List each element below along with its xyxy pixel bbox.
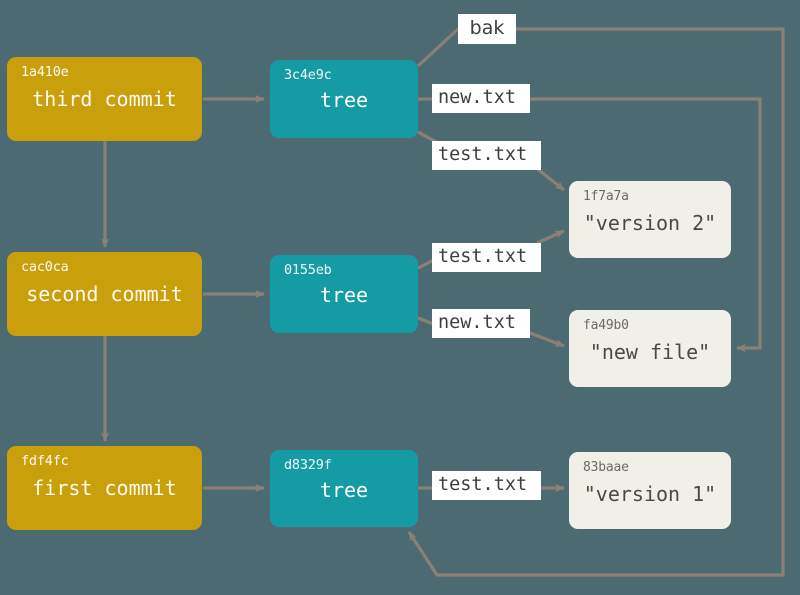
- edge-label-test-txt-tree3: test.txt: [432, 141, 541, 170]
- blob-node-1f7a7a[interactable]: 1f7a7a "version 2": [569, 181, 731, 258]
- tree-title: tree: [319, 283, 369, 307]
- edge-label-new-txt-tree2: new.txt: [432, 309, 530, 338]
- edge-tree3-testtxt-seg2: [534, 165, 565, 192]
- edge-tree2-testtxt-seg2: [536, 229, 565, 245]
- blob-node-83baae[interactable]: 83baae "version 1": [569, 452, 731, 529]
- edge-label-new-txt-tree3: new.txt: [432, 84, 530, 113]
- tree-title: tree: [319, 478, 369, 502]
- edge-tree2-newtxt-seg2: [529, 331, 565, 348]
- commit-title: second commit: [26, 282, 183, 306]
- tree-title: tree: [319, 88, 369, 112]
- commit-node-cac0ca[interactable]: cac0ca second commit: [7, 252, 202, 336]
- blob-hash: 83baae: [583, 460, 629, 475]
- commit-title: first commit: [32, 476, 177, 500]
- commit-node-1a410e[interactable]: 1a410e third commit: [7, 57, 202, 141]
- tree-hash: 3c4e9c: [284, 67, 332, 83]
- blob-node-fa49b0[interactable]: fa49b0 "new file": [569, 310, 731, 387]
- edge-label-bak: bak: [458, 14, 516, 44]
- edge-label-test-txt-tree1: test.txt: [432, 471, 541, 500]
- edge-tree3-bak-seg1: [416, 27, 460, 68]
- blob-hash: 1f7a7a: [583, 189, 629, 204]
- edge-tree3-newtxt-seg2: [530, 97, 762, 352]
- blob-content: "version 1": [583, 482, 717, 506]
- blob-hash: fa49b0: [583, 318, 629, 333]
- tree-node-0155eb[interactable]: 0155eb tree: [270, 255, 418, 333]
- commit-node-fdf4fc[interactable]: fdf4fc first commit: [7, 446, 202, 530]
- blob-content: "new file": [589, 340, 711, 364]
- tree-hash: d8329f: [284, 457, 332, 473]
- commit-hash: 1a410e: [21, 64, 69, 80]
- commit-title: third commit: [32, 87, 177, 111]
- commit-hash: cac0ca: [21, 259, 69, 275]
- tree-node-3c4e9c[interactable]: 3c4e9c tree: [270, 60, 418, 138]
- commit-hash: fdf4fc: [21, 453, 69, 469]
- tree-node-d8329f[interactable]: d8329f tree: [270, 450, 418, 527]
- edge-tree3-bak-seg2: [407, 27, 785, 577]
- edge-label-test-txt-tree2: test.txt: [432, 243, 541, 272]
- blob-content: "version 2": [583, 211, 717, 235]
- tree-hash: 0155eb: [284, 262, 332, 278]
